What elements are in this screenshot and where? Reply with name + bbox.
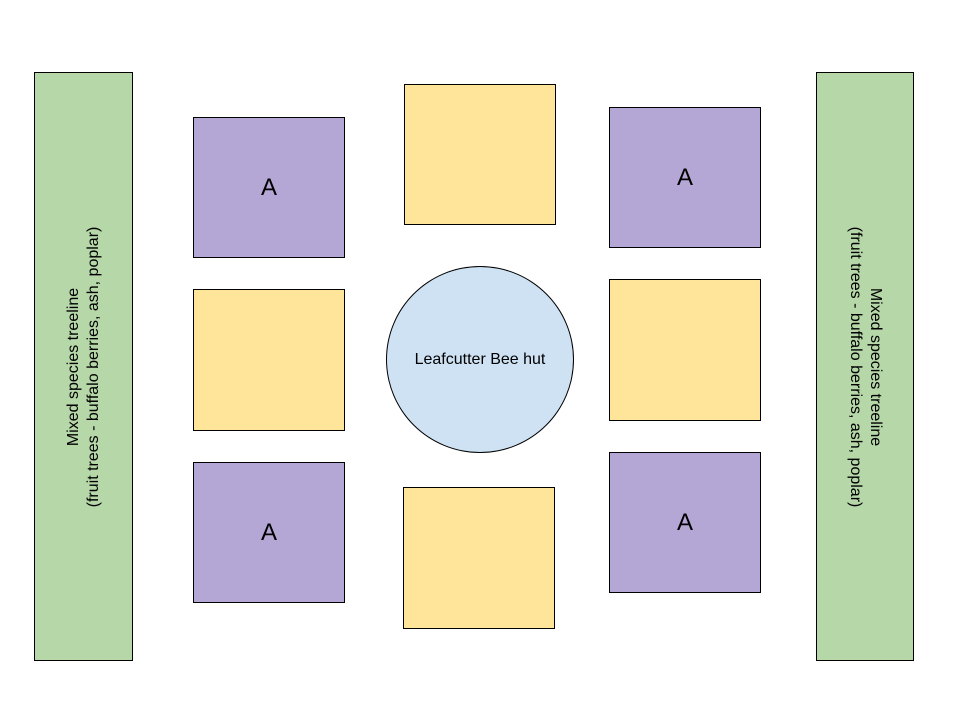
plot-a-top-right: A bbox=[609, 107, 761, 248]
plot-empty-bottom-center bbox=[403, 487, 555, 629]
treeline-left-title: Mixed species treeline bbox=[64, 287, 82, 446]
plot-label: A bbox=[676, 163, 693, 191]
plot-label: A bbox=[260, 518, 277, 546]
plot-empty-top-center bbox=[404, 84, 556, 225]
plot-a-bottom-left: A bbox=[193, 462, 345, 603]
treeline-right-label: Mixed species treeline (fruit trees - bu… bbox=[845, 67, 885, 667]
plot-empty-middle-right bbox=[609, 279, 761, 421]
plot-empty-middle-left bbox=[193, 289, 345, 431]
treeline-right-species: (fruit trees - buffalo berries, ash, pop… bbox=[847, 226, 864, 507]
hut-label: Leafcutter Bee hut bbox=[414, 351, 546, 368]
treeline-left-species: (fruit trees - buffalo berries, ash, pop… bbox=[84, 226, 102, 507]
treeline-right: Mixed species treeline (fruit trees - bu… bbox=[816, 72, 914, 661]
treeline-left: Mixed species treeline (fruit trees - bu… bbox=[34, 72, 133, 661]
plot-label: A bbox=[676, 508, 693, 536]
treeline-right-title: Mixed species treeline bbox=[867, 287, 884, 446]
treeline-left-label: Mixed species treeline (fruit trees - bu… bbox=[64, 67, 104, 667]
plot-a-top-left: A bbox=[193, 117, 345, 258]
plot-label: A bbox=[260, 173, 277, 201]
leafcutter-bee-hut: Leafcutter Bee hut bbox=[386, 266, 574, 453]
plot-a-bottom-right: A bbox=[609, 452, 761, 593]
